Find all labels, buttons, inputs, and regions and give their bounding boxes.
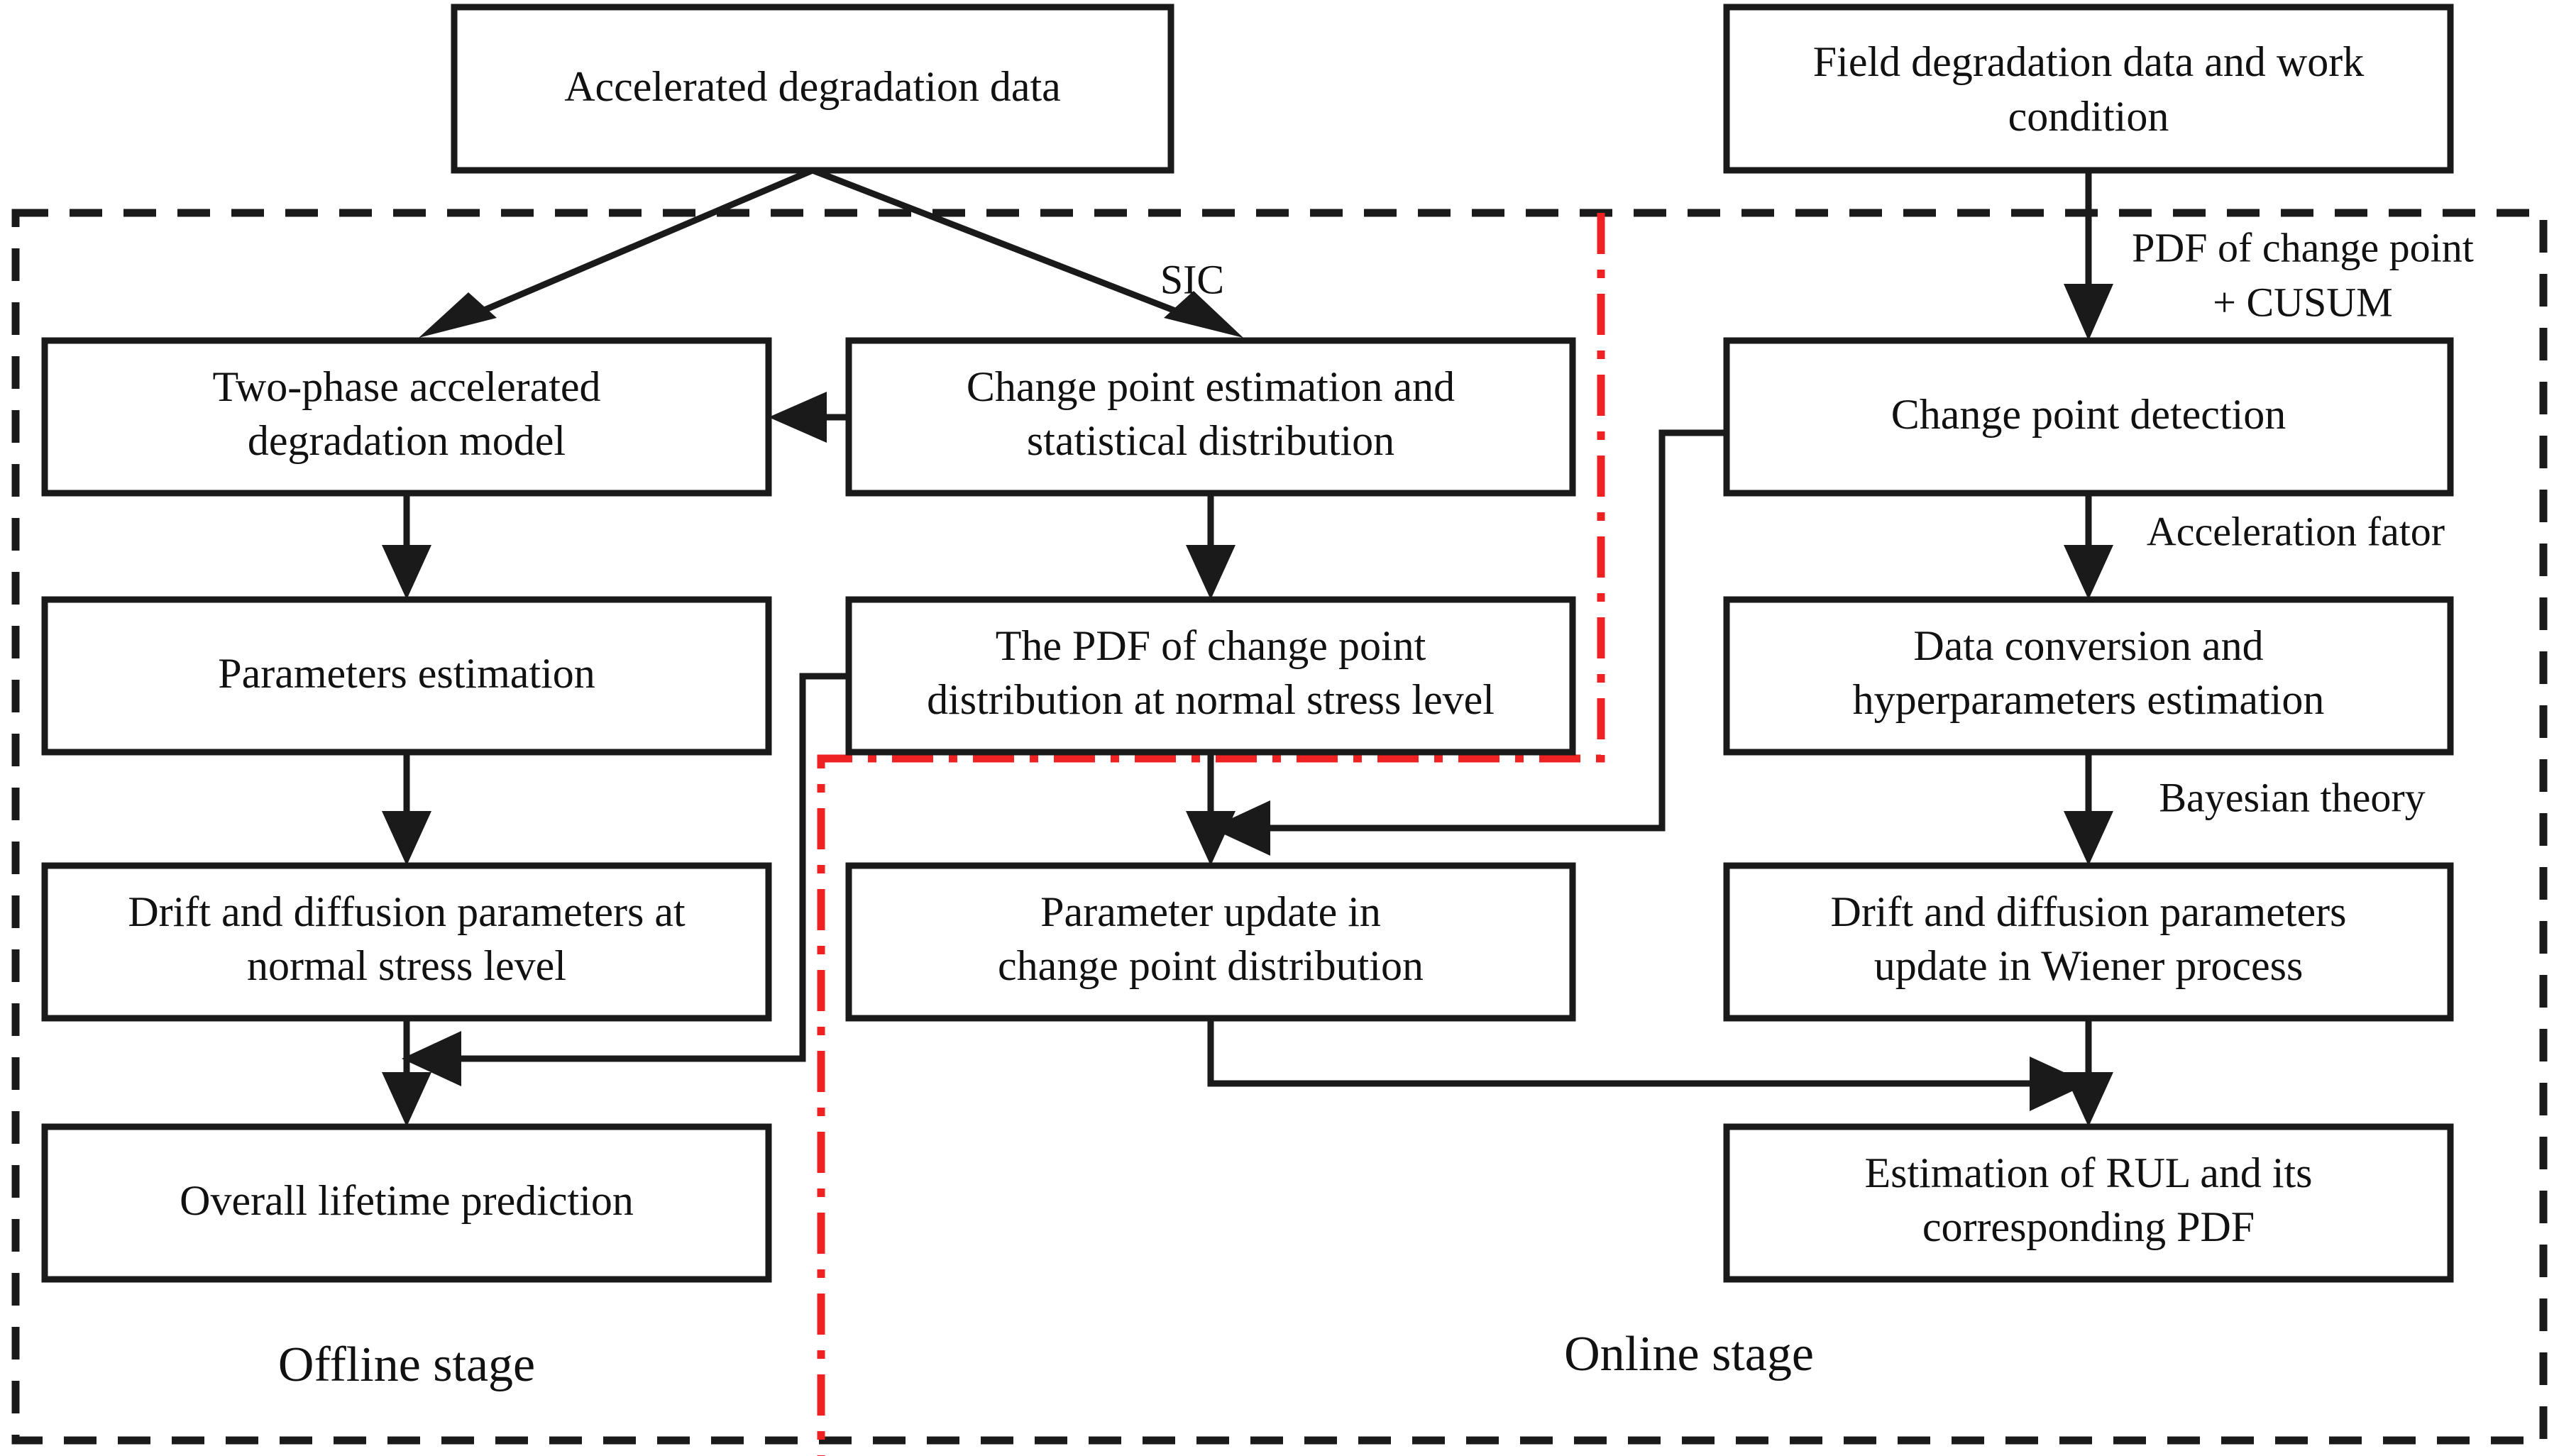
arrowhead-accel-to-twophase xyxy=(419,292,497,338)
box-parameter-update-line1: Parameter update in xyxy=(1040,888,1381,935)
arrowhead-changepoint-to-twophase xyxy=(769,392,827,443)
arrowhead-accel-to-changepoint xyxy=(1164,291,1243,338)
arrowhead-field-to-detection xyxy=(2064,284,2113,341)
box-field-degradation-data-line2: condition xyxy=(2008,93,2169,140)
box-data-conversion[interactable]: Data conversion and hyperparameters esti… xyxy=(1723,596,2454,756)
box-data-conversion-line2: hyperparameters estimation xyxy=(1853,676,2325,723)
box-change-point-estimation-line1: Change point estimation and xyxy=(967,363,1455,410)
edge-label-acceleration-factor: Acceleration fator xyxy=(2147,508,2445,554)
box-data-conversion-line1: Data conversion and xyxy=(1913,622,2263,669)
box-drift-diffusion-wiener-line1: Drift and diffusion parameters xyxy=(1830,888,2346,935)
box-parameter-update-line2: change point distribution xyxy=(998,942,1424,989)
arrowhead-paramupdate-to-rul-right xyxy=(2030,1057,2089,1111)
box-overall-lifetime-label: Overall lifetime prediction xyxy=(180,1177,634,1224)
box-parameter-update[interactable]: Parameter update in change point distrib… xyxy=(845,862,1576,1022)
box-parameters-estimation-label: Parameters estimation xyxy=(218,650,595,697)
arrowhead-twophase-to-params xyxy=(382,545,431,600)
box-parameters-estimation[interactable]: Parameters estimation xyxy=(41,596,772,756)
arrowhead-detection-to-conversion xyxy=(2064,545,2113,600)
stage-label-online: Online stage xyxy=(1564,1327,1814,1381)
edge-label-sic: SIC xyxy=(1160,256,1224,302)
stage-boundary-dashed xyxy=(11,209,2548,1445)
box-estimation-rul-line2: corresponding PDF xyxy=(1922,1203,2255,1250)
box-pdf-change-point-line1: The PDF of change point xyxy=(996,622,1426,669)
box-overall-lifetime[interactable]: Overall lifetime prediction xyxy=(41,1123,772,1283)
box-two-phase-model[interactable]: Two-phase accelerated degradation model xyxy=(41,337,772,497)
connector-pdf-to-leftcolumn xyxy=(440,673,849,1062)
connector-detection-to-paramupdate xyxy=(1249,429,1727,832)
arrowhead-changepoint-to-pdf xyxy=(1186,545,1236,600)
stage-label-offline: Offline stage xyxy=(278,1338,535,1392)
box-estimation-rul-line1: Estimation of RUL and its xyxy=(1864,1149,2312,1196)
box-accelerated-degradation-data-label: Accelerated degradation data xyxy=(564,63,1061,110)
box-two-phase-model-line2: degradation model xyxy=(248,417,566,464)
box-pdf-change-point-line2: distribution at normal stress level xyxy=(927,676,1495,723)
box-drift-diffusion-wiener-line2: update in Wiener process xyxy=(1874,942,2304,989)
box-change-point-detection[interactable]: Change point detection xyxy=(1723,337,2454,497)
box-two-phase-model-line1: Two-phase accelerated xyxy=(212,363,600,410)
box-field-degradation-data[interactable]: Field degradation data and work conditio… xyxy=(1723,4,2454,174)
connector-paramupdate-to-rul xyxy=(1207,1018,2051,1087)
box-accelerated-degradation-data[interactable]: Accelerated degradation data xyxy=(451,4,1174,174)
box-change-point-detection-label: Change point detection xyxy=(1891,391,2286,438)
edge-label-bayesian-theory: Bayesian theory xyxy=(2159,774,2425,820)
arrowhead-pdf-to-leftcolumn xyxy=(402,1031,461,1086)
connector-accel-to-changepoint xyxy=(811,167,1208,326)
arrowhead-conversion-to-wiener xyxy=(2064,811,2113,866)
connector-accel-to-twophase xyxy=(453,167,814,326)
box-drift-diffusion-normal-line2: normal stress level xyxy=(247,942,566,989)
edge-label-pdf-cusum-line1: PDF of change point xyxy=(2132,224,2474,270)
arrowhead-params-to-drift xyxy=(382,811,431,866)
arrowhead-drift-to-lifetime xyxy=(382,1072,431,1127)
box-pdf-change-point[interactable]: The PDF of change point distribution at … xyxy=(845,596,1576,756)
box-change-point-estimation[interactable]: Change point estimation and statistical … xyxy=(845,337,1576,497)
box-field-degradation-data-line1: Field degradation data and work xyxy=(1813,38,2364,85)
box-change-point-estimation-line2: statistical distribution xyxy=(1027,417,1394,464)
box-drift-diffusion-wiener[interactable]: Drift and diffusion parameters update in… xyxy=(1723,862,2454,1022)
red-divider-path xyxy=(817,213,1605,1456)
box-drift-diffusion-normal[interactable]: Drift and diffusion parameters at normal… xyxy=(41,862,772,1022)
edge-label-pdf-cusum-line2: + CUSUM xyxy=(2213,279,2393,325)
arrowhead-pdf-to-paramupdate xyxy=(1186,811,1236,866)
box-drift-diffusion-normal-line1: Drift and diffusion parameters at xyxy=(128,888,686,935)
arrowhead-detection-to-paramupdate xyxy=(1211,800,1270,856)
box-estimation-rul[interactable]: Estimation of RUL and its corresponding … xyxy=(1723,1123,2454,1283)
arrowhead-wiener-to-rul xyxy=(2064,1072,2113,1127)
